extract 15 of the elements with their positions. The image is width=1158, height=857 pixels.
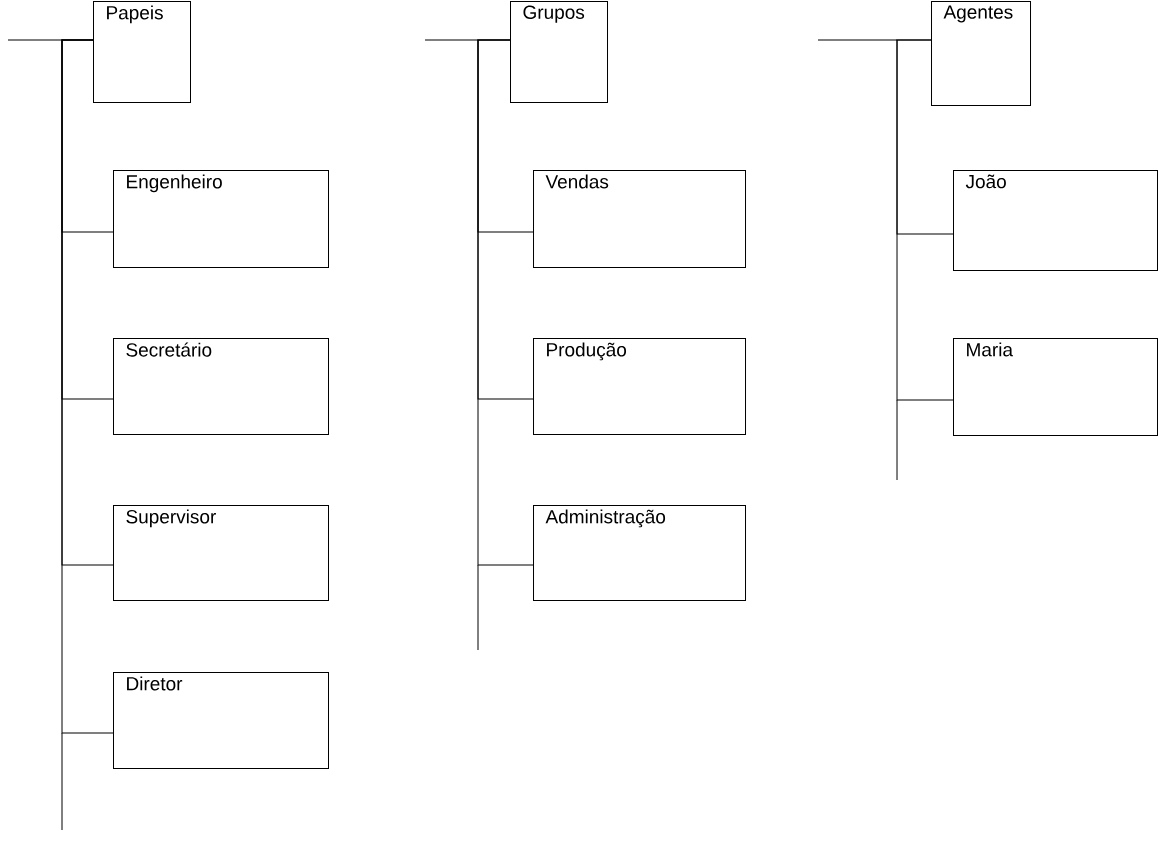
box: Diretor (113, 672, 329, 769)
box: Produção (533, 338, 746, 435)
box: Grupos (510, 1, 608, 103)
box: Administração (533, 505, 746, 601)
box: Secretário (113, 338, 329, 435)
box: Agentes (931, 1, 1031, 106)
connector-line (477, 39, 534, 566)
connector-line (896, 39, 954, 401)
box: Vendas (533, 170, 746, 268)
connector-line (61, 39, 114, 734)
box: João (953, 170, 1158, 271)
box: Engenheiro (113, 170, 329, 268)
box: Maria (953, 338, 1158, 436)
box: Supervisor (113, 505, 329, 601)
box: Papeis (93, 1, 191, 103)
